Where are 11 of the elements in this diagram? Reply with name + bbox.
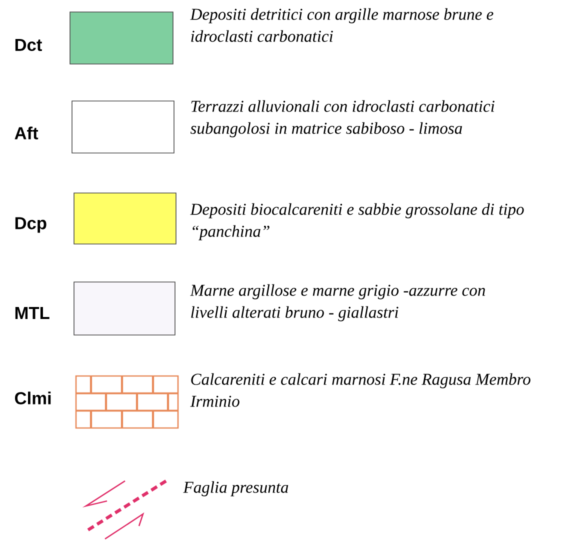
legend-text: Calcareniti e calcari marnosi F.ne Ragusa Membro Irminio (190, 373, 530, 407)
unit-code: Dct (15, 38, 42, 52)
legend-text: Terrazzi alluvionali con idroclasti carbonatici subangolosi in matrice sabiboso - limosa (190, 100, 494, 138)
legend-text: Faglia presunta (183, 481, 288, 496)
unit-code: Dcp (15, 217, 46, 233)
legend-text: Marne argillose e marne grigio -azzurre con livelli alterati bruno - giallastri (190, 284, 485, 322)
legend-text: Depositi detritici con argille marnose brune e idroclasti carbonatici (190, 8, 494, 42)
unit-code: MTL (15, 307, 50, 319)
unit-code: Clmi (14, 392, 51, 404)
unit-code: Aft (14, 126, 38, 140)
legend-text: Depositi biocalcareniti e sabbie grossolane di tipo “panchina” (190, 203, 524, 240)
